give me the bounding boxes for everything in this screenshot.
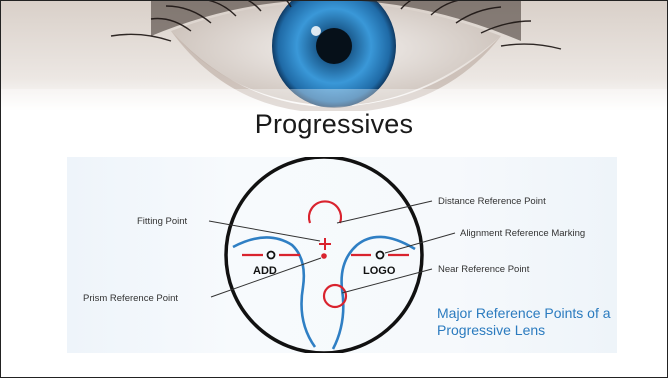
near-leader [341, 268, 433, 294]
fitting-point-label: Fitting Point [137, 216, 188, 227]
prism-leader [210, 257, 322, 298]
prism-reference-dot [321, 253, 327, 259]
diagram-caption-line1: Major Reference Points of a [437, 305, 611, 321]
logo-marking-label: LOGO [363, 265, 396, 277]
alignment-marking-right [351, 250, 409, 260]
alignment-reference-label: Alignment Reference Marking [460, 228, 585, 239]
diagram-caption-line2: Progressive Lens [437, 322, 545, 338]
fitting-leader [208, 220, 321, 242]
left-corridor-boundary [232, 236, 317, 348]
distance-leader [336, 200, 433, 224]
eye-banner-image [1, 1, 667, 111]
progressive-lens-diagram: ADD LOGO Fitting Point Distance Referenc… [67, 157, 617, 353]
slide-title: Progressives [254, 109, 414, 139]
alignment-leader [384, 232, 456, 254]
lens-outline [224, 157, 424, 353]
near-reference-label: Near Reference Point [438, 264, 530, 275]
distance-reference-arc [307, 200, 343, 224]
distance-reference-label: Distance Reference Point [438, 196, 546, 207]
fitting-point-cross [319, 238, 331, 250]
add-marking-label: ADD [253, 265, 277, 277]
right-corridor-boundary [331, 235, 416, 350]
prism-reference-label: Prism Reference Point [83, 293, 178, 304]
alignment-marking-left [242, 250, 300, 260]
near-reference-circle [322, 283, 348, 309]
